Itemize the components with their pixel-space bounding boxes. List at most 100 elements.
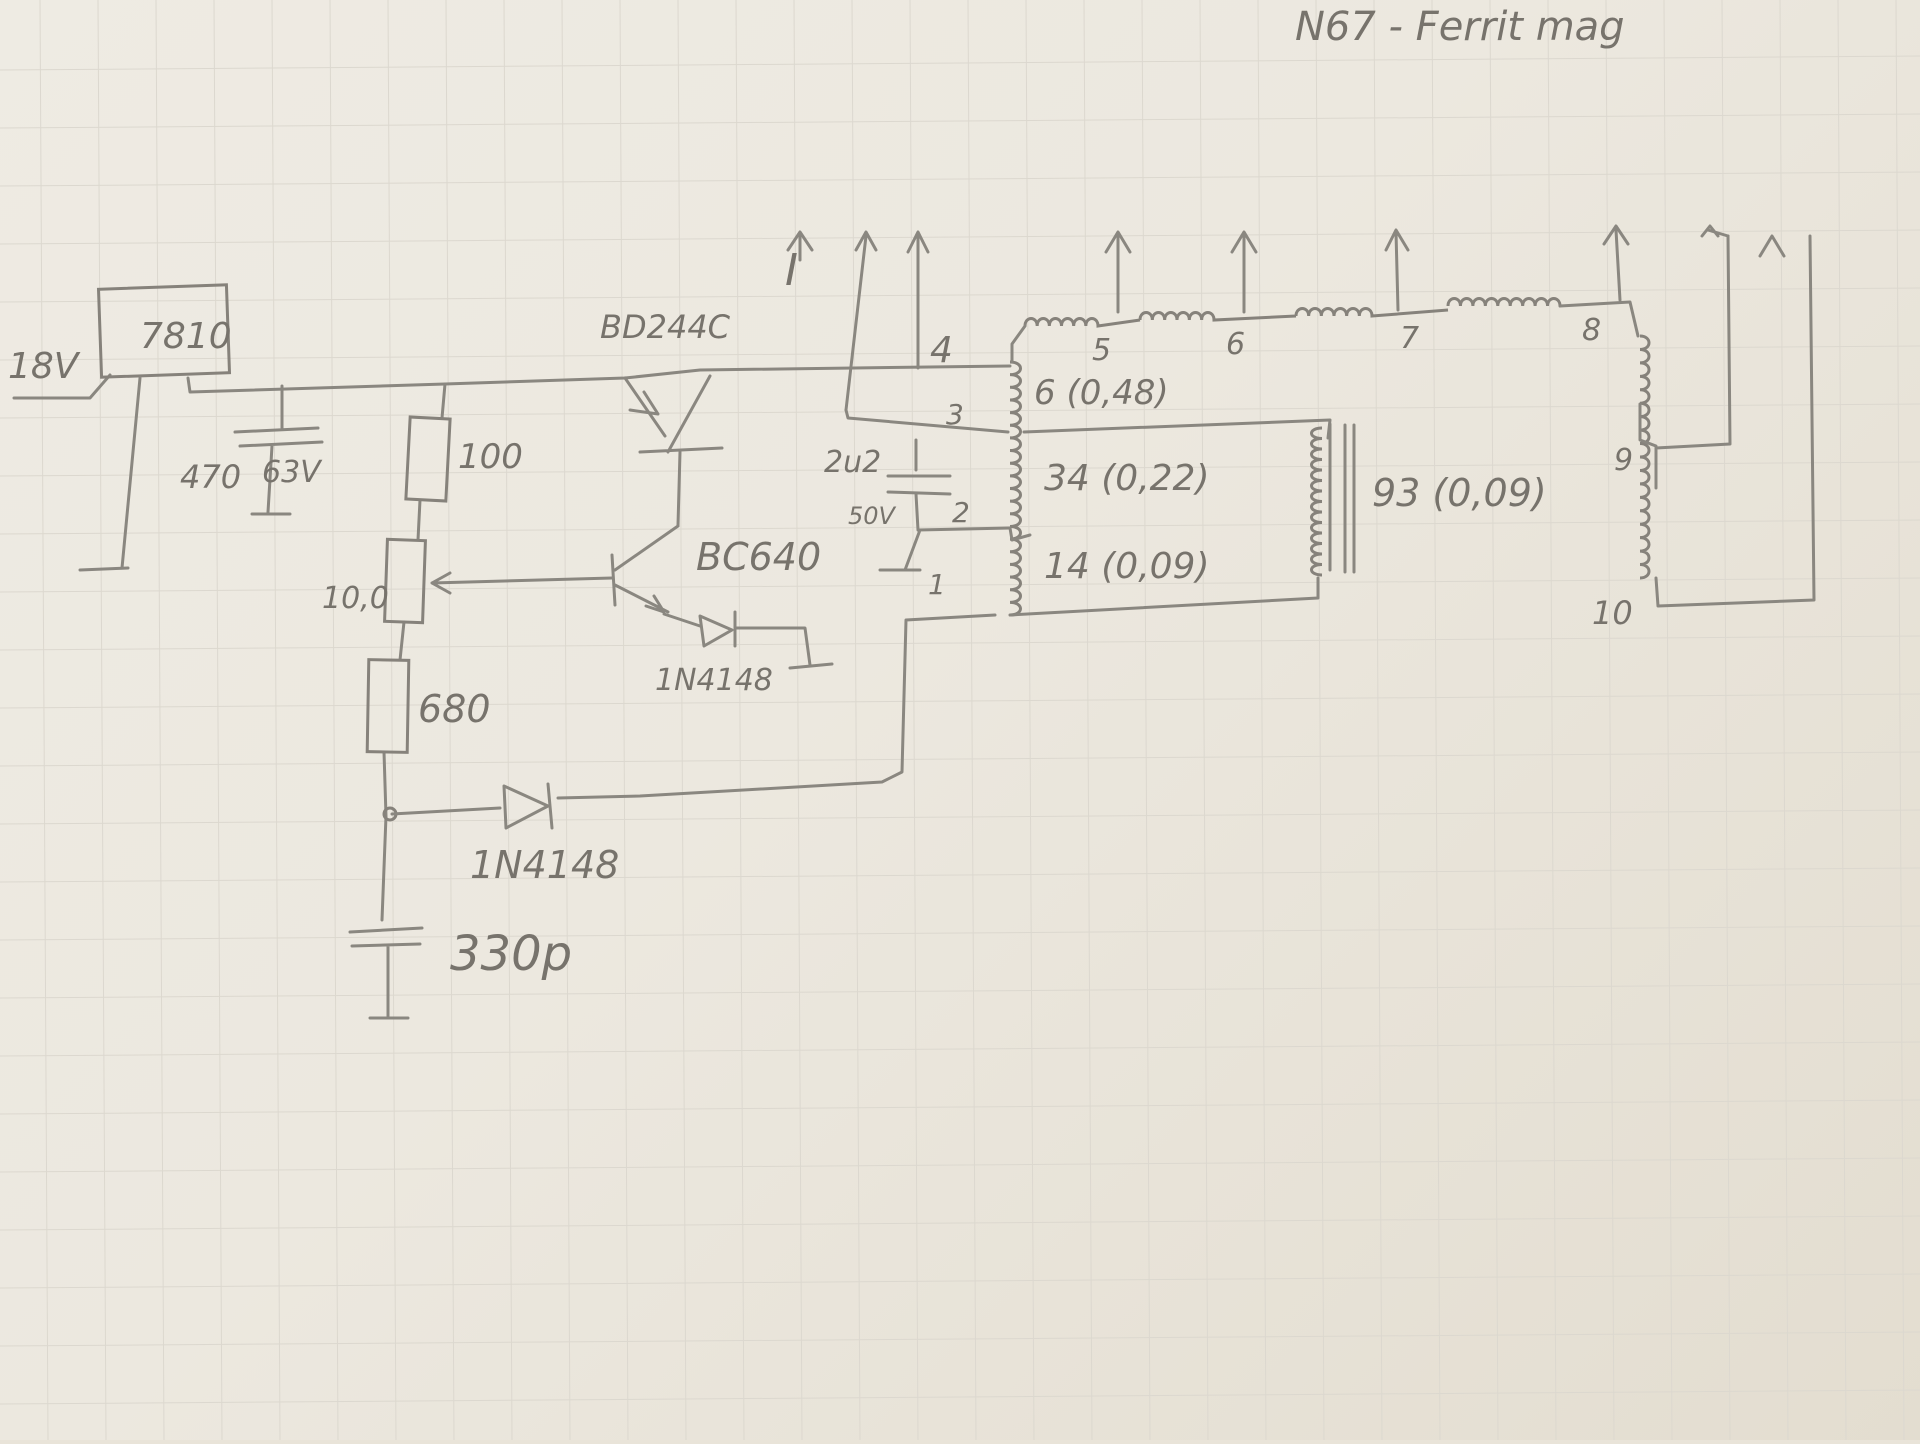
grid-line <box>0 925 1920 941</box>
regulator-ground-symbol <box>78 566 130 572</box>
regulator-7810 <box>96 283 232 379</box>
grid-line <box>0 1273 1920 1289</box>
coupling-capacitor-voltage: 50V <box>848 502 897 530</box>
lower-diode-wire <box>390 613 997 816</box>
timing-capacitor-value: 330p <box>450 926 572 982</box>
tap-arrow-5 <box>1104 230 1132 314</box>
upper-diode-label: 1N4148 <box>655 663 773 698</box>
grid-line <box>0 1099 1920 1115</box>
grid-line <box>561 0 571 1441</box>
timing-capacitor <box>348 926 424 1020</box>
grid-line <box>0 345 1920 361</box>
grid-line <box>1025 0 1035 1441</box>
potentiometer-value: 10,0 <box>322 581 389 616</box>
top-coil-left-wire <box>1010 324 1027 364</box>
supply-input-wire <box>12 373 112 400</box>
upper-diode <box>698 610 737 648</box>
grid-line <box>909 0 919 1441</box>
grid-line <box>1721 0 1731 1441</box>
grid-line <box>213 0 223 1441</box>
power-transistor-collector-wire <box>676 450 682 527</box>
grid-line <box>1837 0 1847 1441</box>
top-coil-chain <box>1023 297 1562 328</box>
resistor-100 <box>404 415 452 503</box>
grid-line <box>329 0 339 1441</box>
resistor-chain-wire <box>380 382 447 922</box>
pin-10-label: 10 <box>1592 594 1633 632</box>
grid-line <box>1605 0 1615 1441</box>
potentiometer <box>383 537 427 625</box>
grid-line <box>0 287 1920 303</box>
aux-winding-label: 14 (0,09) <box>1044 546 1210 587</box>
output-arrow-left <box>786 230 814 262</box>
grid-line <box>39 0 49 1441</box>
pin-5-label: 5 <box>1092 333 1111 368</box>
grid-line <box>0 519 1920 535</box>
regulator-label: 7810 <box>140 316 232 357</box>
grid-line <box>967 0 977 1441</box>
grid-line <box>0 1215 1920 1231</box>
supply-voltage-label: 18V <box>8 346 81 387</box>
input-capacitor-voltage: 63V <box>262 455 323 490</box>
pin-1-label: 1 <box>928 568 946 601</box>
winding-rails <box>1008 418 1332 617</box>
secondary-coil <box>1310 426 1323 577</box>
power-transistor <box>623 374 724 454</box>
grid-line <box>1141 0 1151 1441</box>
grid-line <box>271 0 281 1441</box>
input-capacitor <box>233 384 324 516</box>
grid-line <box>1431 0 1441 1441</box>
grid-line <box>387 0 397 1441</box>
primary-coil <box>1009 360 1022 617</box>
pin-6-label: 6 <box>1226 327 1245 362</box>
grid-line <box>0 983 1920 999</box>
tap-arrow-6 <box>1230 230 1258 314</box>
grid-line <box>0 751 1920 767</box>
regulator-ground-wire <box>120 376 142 570</box>
grid-line <box>1779 0 1789 1441</box>
grid-line <box>155 0 165 1441</box>
lower-diode <box>502 782 554 830</box>
grid-line <box>851 0 861 1441</box>
secondary-winding-label: 93 (0,09) <box>1372 471 1547 515</box>
header-note: N67 - Ferrit mag <box>1295 4 1625 50</box>
pin-2-label: 2 <box>952 496 970 529</box>
grid-line <box>0 1157 1920 1173</box>
tap-arrow-9 <box>1700 224 1730 238</box>
grid-line <box>0 867 1920 883</box>
main-rail-wire <box>186 364 1012 394</box>
grid-line <box>1315 0 1325 1441</box>
output-arrow-3 <box>906 230 930 370</box>
grid-line <box>1489 0 1499 1441</box>
resistor-680 <box>365 658 411 754</box>
grid-line <box>0 461 1920 477</box>
feedback-winding-label: 34 (0,22) <box>1044 458 1210 499</box>
pin-3-label: 3 <box>946 398 964 431</box>
grid-line <box>0 635 1920 651</box>
grid-line <box>0 113 1920 129</box>
core-bar <box>1343 423 1356 574</box>
pin-8-label: 8 <box>1582 313 1601 348</box>
pin-9-label: 9 <box>1614 443 1633 478</box>
grid-line <box>735 0 745 1441</box>
grid-line <box>0 55 1920 71</box>
grid-line <box>1895 0 1905 1441</box>
primary-winding-label: 6 (0,48) <box>1034 373 1169 413</box>
driver-transistor-label: BC640 <box>696 535 821 579</box>
tap-arrow-8 <box>1602 224 1630 302</box>
pin-7-label: 7 <box>1400 321 1419 356</box>
grid-line <box>619 0 629 1441</box>
top-coil-right-wire <box>1558 300 1640 338</box>
grid-line <box>1373 0 1383 1441</box>
grid-line <box>0 577 1920 593</box>
output-arrow-2 <box>844 230 878 412</box>
grid-line <box>445 0 455 1441</box>
driver-transistor <box>610 524 680 614</box>
coupling-capacitor-value: 2u2 <box>824 445 881 480</box>
grid-line <box>1257 0 1267 1441</box>
output-marker: I <box>785 245 798 296</box>
right-coil <box>1639 334 1651 580</box>
input-capacitor-value: 470 <box>180 458 241 496</box>
